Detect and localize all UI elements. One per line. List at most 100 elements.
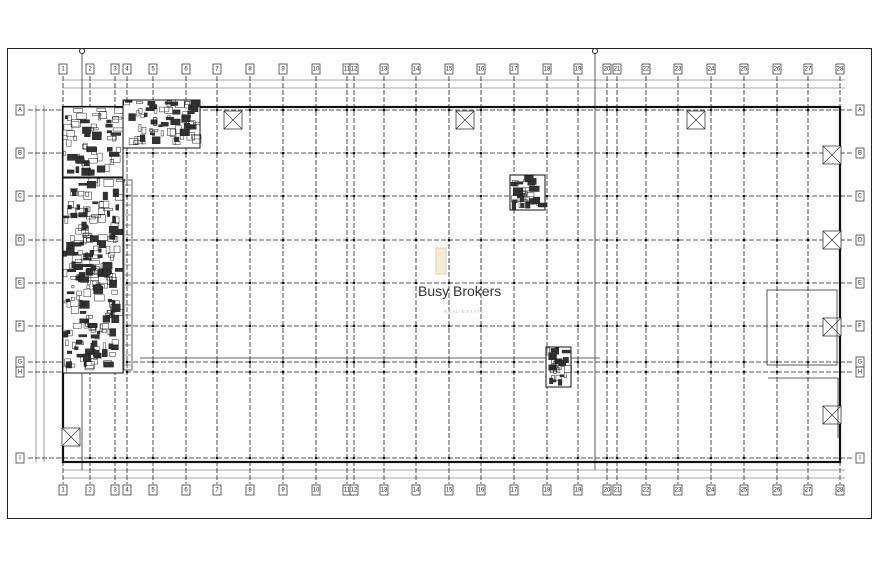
room-detail [83,232,91,238]
room-detail [89,260,100,265]
room-detail [511,201,516,210]
room-detail [72,341,76,349]
column-marker [615,194,619,198]
column-marker [215,238,219,242]
column-label: 2 [88,67,92,73]
column-bubble [411,63,421,75]
column-marker [479,456,483,460]
column-marker [352,370,356,374]
column-marker [742,281,746,285]
room-detail [83,235,87,245]
room-detail [124,100,133,103]
column-marker [576,194,580,198]
column-label: 21 [614,67,621,73]
column-bubble [85,63,95,75]
row-bubble [15,277,25,289]
row-label: I [19,456,21,462]
row-bubble [15,366,25,378]
column-marker [512,108,516,112]
column-marker [382,281,386,285]
column-marker [345,108,349,112]
room-detail [110,280,115,285]
column-marker [676,324,680,328]
column-label: 19 [575,488,582,494]
column-marker [605,324,609,328]
row-label: I [859,456,861,462]
room-detail [66,291,75,295]
column-label: 18 [544,488,551,494]
room-detail [75,207,86,217]
column-bubble [122,484,132,496]
column-marker [125,360,129,364]
column-label: 16 [478,67,485,73]
room-detail [63,268,68,278]
column-marker [352,151,356,155]
column-label: 19 [575,67,582,73]
room-detail [88,169,95,176]
room-detail [105,123,113,128]
column-label: 25 [741,67,748,73]
column-marker [615,456,619,460]
room-detail [66,300,71,308]
room-detail [167,115,171,118]
column-marker [215,456,219,460]
column-bubble [803,63,813,75]
column-marker [605,151,609,155]
room-detail [159,106,170,113]
room-detail [86,280,91,285]
column-bubble [739,63,749,75]
column-marker [644,324,648,328]
room-detail [160,121,169,127]
column-marker [248,194,252,198]
column-marker [151,324,155,328]
column-label: 22 [643,488,650,494]
room-detail [83,288,92,298]
column-marker [775,194,779,198]
room-detail [93,245,99,252]
room-detail [78,191,85,197]
section-marker [592,48,598,54]
column-label: 25 [741,488,748,494]
room-detail [66,350,73,354]
column-marker [709,194,713,198]
room-detail [71,188,77,193]
column-marker [775,456,779,460]
room-detail [133,140,138,145]
room-detail [106,147,113,152]
room-detail [75,166,80,174]
watermark-title: Busy Brokers [418,283,501,299]
column-marker [248,108,252,112]
column-marker [125,194,129,198]
room-detail [77,250,83,255]
room-detail [537,202,547,208]
room-detail [172,109,181,115]
room-detail [71,261,76,269]
column-marker [709,151,713,155]
column-label: 15 [446,67,453,73]
column-marker [576,456,580,460]
column-bubble [58,484,68,496]
room-detail [86,315,90,321]
column-marker [184,456,188,460]
room-detail [79,276,89,283]
room-detail [92,113,102,116]
room-detail [546,347,550,356]
column-bubble [349,63,359,75]
column-bubble [444,484,454,496]
room-detail [76,112,87,120]
row-bubble [15,190,25,202]
column-bubble [772,484,782,496]
room-detail [64,216,69,224]
row-bubble [855,190,865,202]
room-detail [89,215,98,224]
room-detail [123,100,130,106]
column-bubble [602,484,612,496]
room-detail [72,255,82,263]
room-detail [85,252,89,259]
column-marker [742,360,746,364]
column-marker [676,238,680,242]
column-marker [479,108,483,112]
column-label: 17 [511,67,518,73]
column-marker [414,151,418,155]
room-detail [75,258,83,263]
